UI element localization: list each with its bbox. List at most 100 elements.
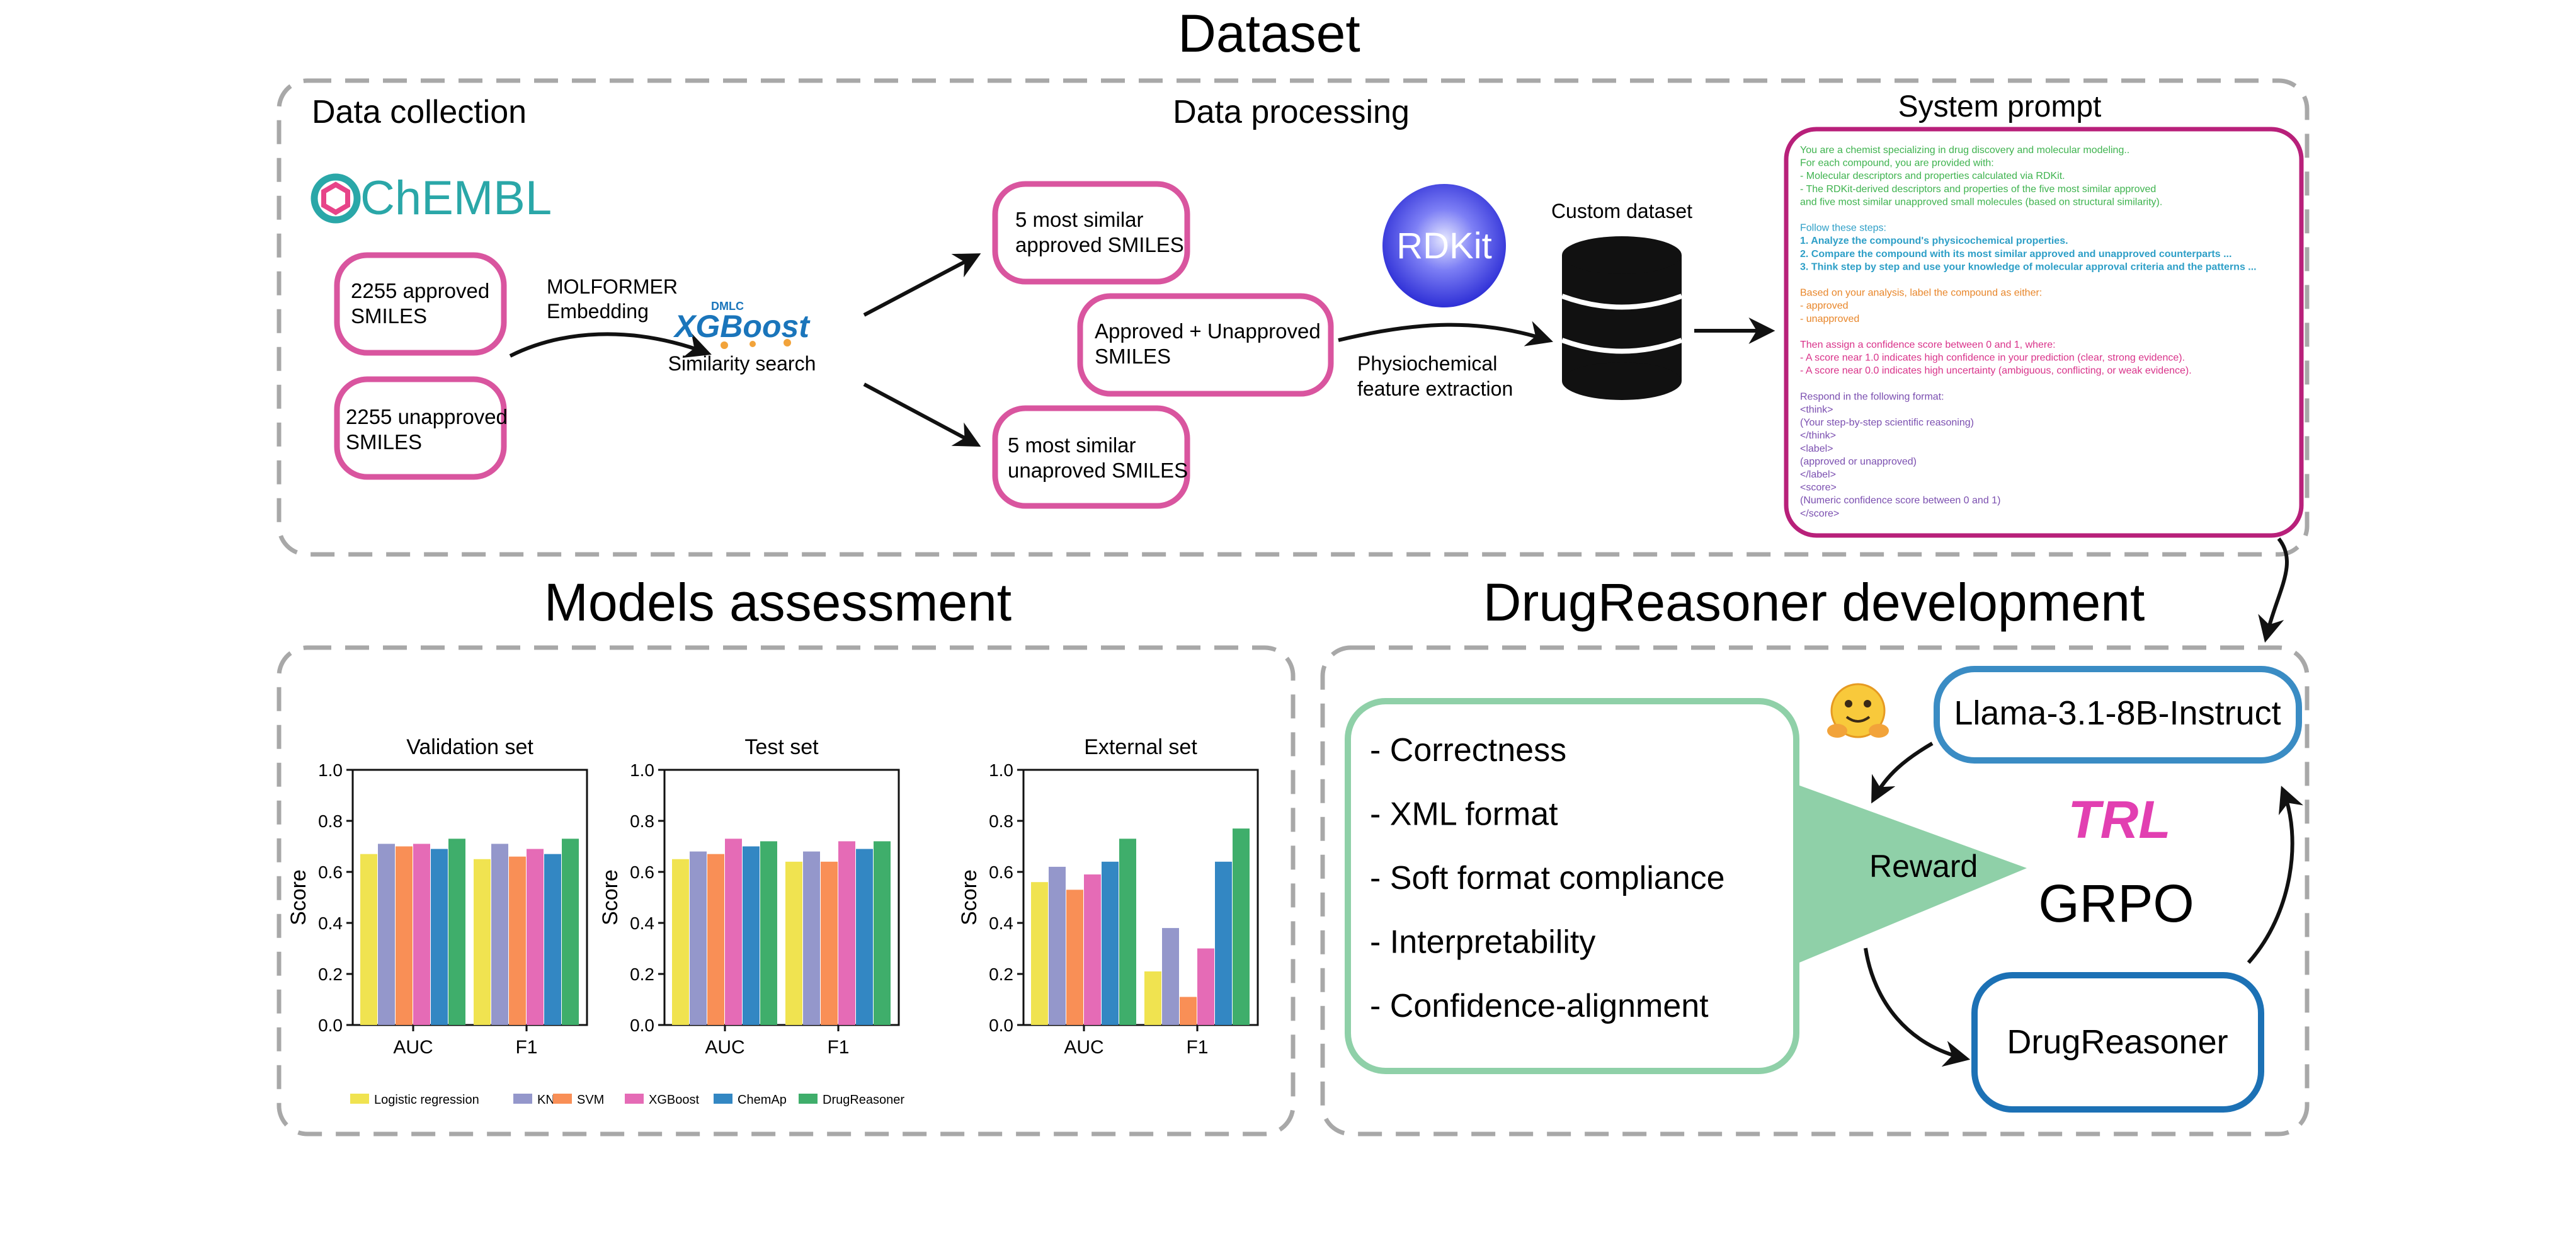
llama-box — [1934, 666, 2302, 764]
title-drugreasoner: DrugReasoner development — [1483, 573, 2145, 632]
bar — [838, 841, 855, 1025]
database-icon — [1561, 236, 1683, 400]
approved-similar-box — [992, 181, 1190, 285]
prompt-line: - unapproved — [1800, 314, 1859, 324]
section-data-processing: Data processing — [1173, 94, 1410, 130]
legend-label: DrugReasoner — [823, 1093, 904, 1107]
bar — [562, 839, 579, 1025]
svg-text:Approved + Unapproved SMIL: Approved + Unapproved SMILES — [1095, 319, 1326, 368]
y-tick-label: 0.6 — [630, 862, 654, 882]
unapproved-similar-box — [992, 405, 1190, 509]
bar — [725, 839, 742, 1025]
xgboost-logo-small: DMLC — [711, 300, 744, 312]
combined-line2: SMILES — [1095, 345, 1171, 368]
bar — [544, 854, 561, 1025]
system-prompt-box — [1784, 127, 2304, 538]
title-dataset: Dataset — [1178, 4, 1360, 63]
bar — [1162, 928, 1179, 1025]
arrow-to-approved-similar — [863, 253, 981, 317]
y-tick-label: 0.6 — [989, 862, 1013, 882]
chart-frame — [351, 769, 588, 1026]
combined-line1: Approved + Unapproved — [1095, 319, 1321, 343]
bar — [509, 856, 526, 1025]
prompt-line: </label> — [1800, 469, 1836, 480]
prompt-line: <think> — [1800, 404, 1833, 415]
approved-smiles-line1: 2255 approved — [351, 279, 489, 302]
bar — [874, 841, 891, 1025]
chembl-logo-text: ChEMBL — [360, 171, 552, 225]
legend-label: Logistic regression — [374, 1093, 479, 1107]
prompt-line: (approved or unapproved) — [1800, 456, 1917, 467]
unapproved-similar-line1: 5 most similar — [1008, 433, 1136, 457]
chart-1: Validation setScore0.00.20.40.60.81.0AUC… — [287, 735, 588, 1058]
bar — [803, 851, 820, 1025]
bar — [856, 849, 873, 1025]
grpo-label: GRPO — [2038, 874, 2194, 933]
bar — [1215, 861, 1232, 1025]
prompt-line: 2. Compare the compound with its most si… — [1800, 249, 2231, 260]
bar — [396, 846, 413, 1025]
reward-criterion: - Soft format compliance — [1370, 860, 1725, 896]
y-tick-label: 0.8 — [630, 811, 654, 831]
drugreasoner-box — [1971, 972, 2264, 1113]
legend-swatch — [799, 1094, 818, 1104]
svg-text:5 most similar approved SM: 5 most similar approved SMILES — [1015, 208, 1184, 256]
prompt-line: </think> — [1800, 430, 1836, 441]
approved-similar-line1: 5 most similar — [1015, 208, 1144, 231]
chart-title: External set — [1084, 735, 1197, 759]
bar — [413, 844, 430, 1025]
section-data-collection: Data collection — [312, 94, 527, 130]
approved-similar-line2: approved SMILES — [1015, 233, 1184, 256]
prompt-line: (Numeric confidence score between 0 and … — [1800, 495, 2000, 506]
bar — [527, 849, 544, 1025]
prompt-line: - A score near 1.0 indicates high confid… — [1800, 353, 2185, 364]
legend-swatch — [350, 1094, 369, 1104]
prompt-line: For each compound, you are provided with… — [1800, 158, 1994, 169]
bar — [1119, 839, 1136, 1025]
y-tick-label: 1.0 — [318, 760, 343, 780]
arrow-prompt-to-llama — [2258, 537, 2289, 643]
trl-logo: TRL — [2068, 790, 2170, 849]
bar — [1144, 971, 1161, 1025]
prompt-line: - Molecular descriptors and properties c… — [1800, 171, 2065, 181]
prompt-line: 1. Analyze the compound's physicochemica… — [1800, 236, 2068, 246]
y-tick-label: 1.0 — [630, 760, 654, 780]
bar — [1031, 882, 1048, 1025]
chart-frame — [1022, 769, 1259, 1026]
legend-swatch — [625, 1094, 644, 1104]
bar — [785, 861, 802, 1025]
prompt-line: Follow these steps: — [1800, 223, 1886, 234]
legend-label: XGBoost — [649, 1093, 699, 1107]
bar — [360, 854, 377, 1025]
custom-dataset-label: Custom dataset — [1551, 200, 1692, 222]
bar — [1233, 828, 1250, 1025]
reward-criterion: - Confidence-alignment — [1370, 988, 1709, 1024]
svg-text:MOLFORMER Embedding: MOLFORMER Embedding — [547, 275, 683, 323]
y-tick-label: 0.0 — [989, 1016, 1013, 1035]
chembl-logo: ChEMBL — [311, 171, 552, 225]
legend-swatch — [714, 1094, 732, 1104]
unapproved-smiles-line2: SMILES — [346, 430, 422, 454]
bar — [491, 844, 508, 1025]
bar — [1102, 861, 1119, 1025]
section-system-prompt: System prompt — [1898, 90, 2102, 123]
y-tick-label: 0.8 — [318, 811, 343, 831]
prompt-line: - The RDKit-derived descriptors and prop… — [1800, 184, 2156, 195]
y-tick-label: 0.0 — [630, 1016, 654, 1035]
bar — [821, 861, 838, 1025]
arrow-to-unapproved-similar — [863, 382, 981, 447]
bar — [1197, 948, 1214, 1025]
prompt-line: You are a chemist specializing in drug d… — [1800, 145, 2129, 156]
bar — [1180, 997, 1197, 1025]
similarity-search-label: Similarity search — [668, 352, 816, 375]
bar — [690, 851, 707, 1025]
reward-criterion: - XML format — [1370, 796, 1558, 833]
arrow-criteria-to-drugreasoner — [1864, 947, 1971, 1067]
x-tick-label: F1 — [827, 1037, 849, 1058]
arrow-drugreasoner-to-llama — [2247, 786, 2303, 965]
unapproved-smiles-box — [334, 376, 507, 480]
legend-label: SVM — [577, 1093, 604, 1107]
